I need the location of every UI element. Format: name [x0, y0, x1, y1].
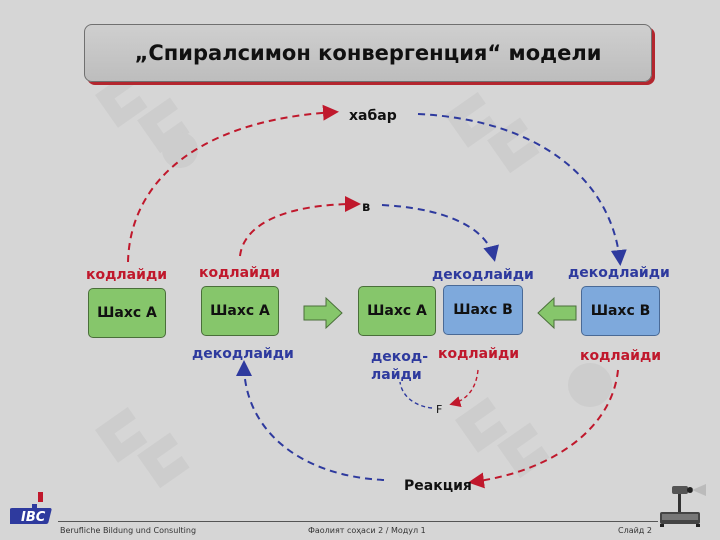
- label-kod-left: кодлайди: [86, 267, 168, 283]
- footer-divider: [58, 521, 658, 522]
- label-v: в: [362, 200, 371, 215]
- arc-bottom-code: [468, 369, 619, 489]
- label-dekod-bottom-left: декодлайди: [192, 346, 294, 362]
- box-person-b-1: Шахс В: [443, 285, 523, 335]
- slide-title: „Спиралсимон конвергенция“ модели: [134, 41, 602, 65]
- ibc-logo-icon: IBC: [10, 492, 52, 525]
- arrow-right-icon: [303, 296, 343, 330]
- arc-inner-decode: [381, 204, 499, 262]
- label-dekod-split-2: лайди: [371, 367, 422, 383]
- arc-outer-code: [127, 104, 339, 263]
- logo-text: IBC: [21, 510, 46, 525]
- label-kod-bottom-right: кодлайди: [580, 348, 662, 364]
- label-kod-bottom-mid: кодлайди: [438, 346, 520, 362]
- box-person-a-1: Шахс А: [88, 288, 166, 338]
- label-khabar: хабар: [349, 108, 397, 124]
- projector-icon[interactable]: [656, 482, 710, 530]
- arrow-left-icon: [537, 296, 577, 330]
- arc-outer-decode: [417, 113, 627, 266]
- label-dekod-split-1: декод-: [371, 349, 429, 365]
- arc-inner-code: [239, 196, 361, 257]
- box-person-b-2: Шахс В: [581, 286, 660, 336]
- box-person-a-2: Шахс А: [201, 286, 279, 336]
- arc-bottom-decode: [236, 360, 385, 481]
- label-reaktsiya: Реакция: [404, 478, 472, 494]
- arc-f-decode: [399, 381, 433, 409]
- box-person-a-3: Шахс А: [358, 286, 436, 336]
- footer-left: Berufliche Bildung und Consulting: [60, 526, 197, 535]
- arc-f-code: [449, 369, 479, 408]
- footer-mid: Фаолият соҳаси 2 / Модул 1: [308, 526, 426, 535]
- label-f: F: [436, 403, 443, 416]
- title-banner: „Спиралсимон конвергенция“ модели: [84, 24, 652, 82]
- label-dekod-top-mid: декодлайди: [432, 267, 534, 283]
- label-kod-mid: кодлайди: [199, 265, 281, 281]
- label-dekod-top-right: декодлайди: [568, 265, 670, 281]
- footer-slide-number: Слайд 2: [618, 526, 652, 535]
